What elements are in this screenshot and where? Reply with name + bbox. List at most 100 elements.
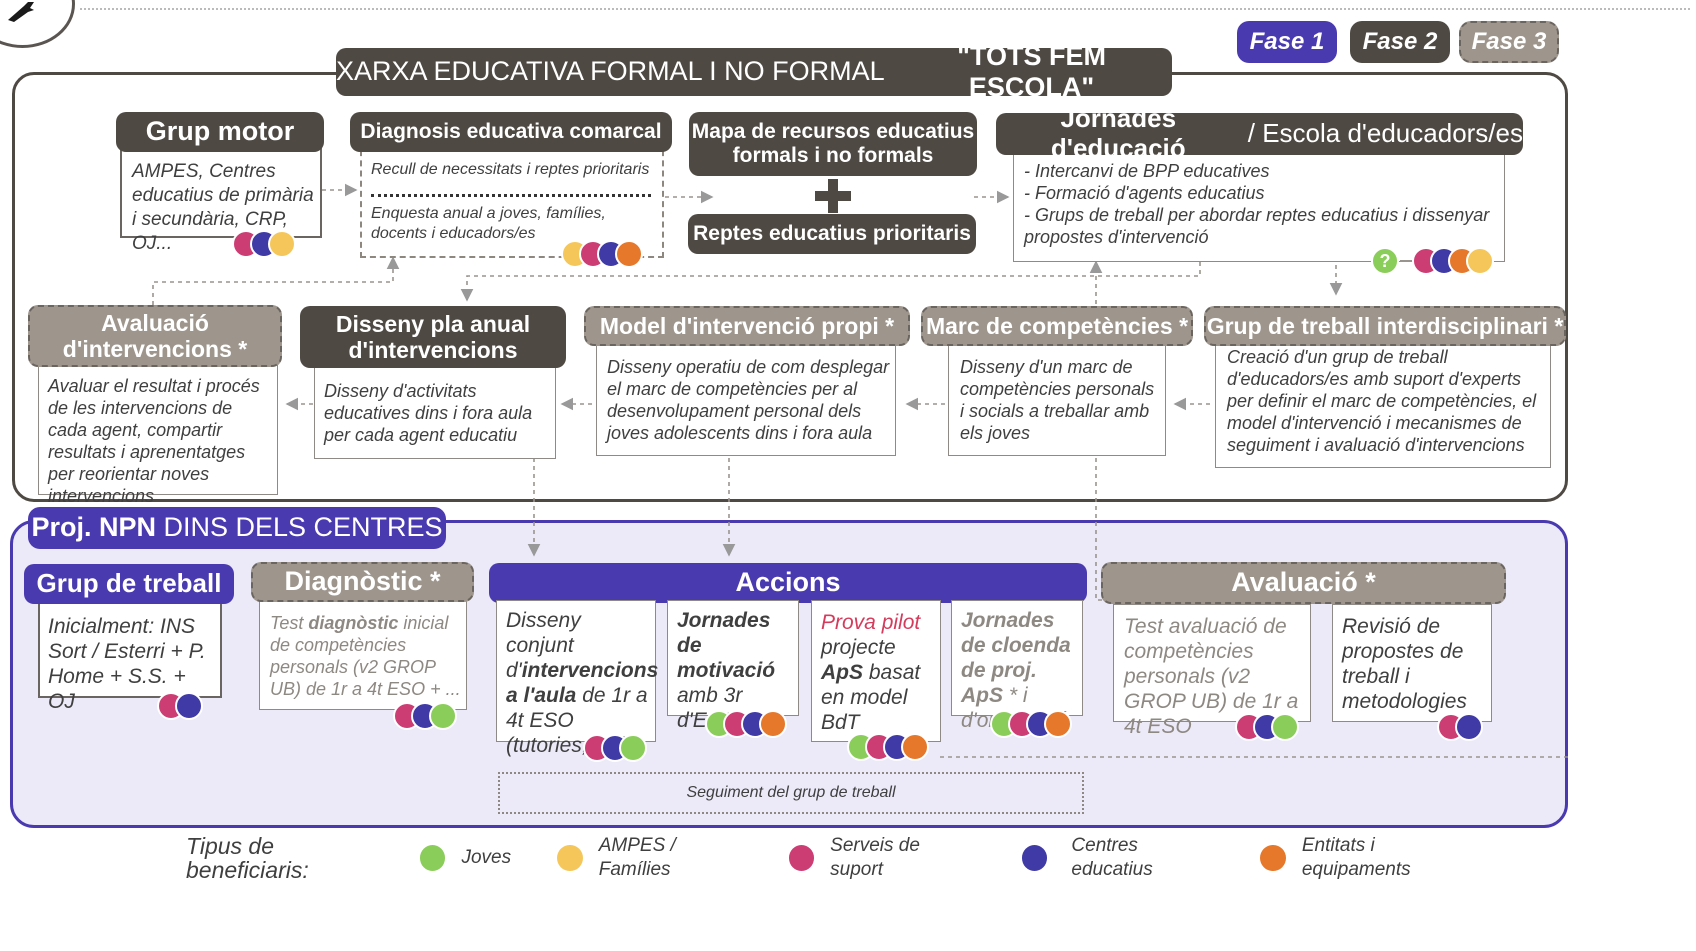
disseny-pla-text: Disseny d'activitats educatives dins i f… xyxy=(324,381,533,445)
jornades-educacio-title-bold: Jornades d'educació xyxy=(1050,103,1186,163)
grup-treball-beneficiaries xyxy=(157,692,203,720)
dot-ampes xyxy=(1466,247,1494,275)
legend-serveis-label: Serveis de suport xyxy=(830,835,920,880)
accio-4-bold: Jornades de cloenda de proj. ApS xyxy=(961,609,1071,707)
accio-1-text: Disseny conjunt d'intervencions a l'aula… xyxy=(506,608,658,758)
fase-3-badge: Fase 3 xyxy=(1459,21,1559,63)
xarxa-title-plain: XARXA EDUCATIVA FORMAL I NO FORMAL xyxy=(336,56,892,87)
diagnostic-text: Test diagnòstic inicial de competències … xyxy=(270,612,462,700)
marc-text: Disseny d'un marc de competències person… xyxy=(960,357,1155,443)
diagnosis-divider xyxy=(371,194,651,197)
mapa-title: Mapa de recursos educatius formals i no … xyxy=(689,112,977,176)
seguiment-box: Seguiment del grup de treball xyxy=(498,772,1084,814)
jornades-educacio-beneficiaries xyxy=(1412,247,1494,275)
dot-entitats xyxy=(759,710,787,738)
avaluacio-title: Avaluació * xyxy=(1101,562,1506,604)
accio-3-part-2: basat en model BdT xyxy=(821,661,927,734)
npn-title: Proj. NPN DINS DELS CENTRES xyxy=(28,507,446,549)
xarxa-title: XARXA EDUCATIVA FORMAL I NO FORMAL "TOTS… xyxy=(336,41,1172,102)
dot-entitats xyxy=(615,240,643,268)
seguiment-text: Seguiment del grup de treball xyxy=(686,784,896,801)
dot-joves xyxy=(1271,713,1299,741)
accio-2-bold: Jornades de motivació xyxy=(677,609,776,682)
question-icon: ? xyxy=(1371,247,1399,275)
fase-1-badge: Fase 1 xyxy=(1237,21,1337,63)
legend-entitats-dot xyxy=(1258,843,1288,873)
accio-4-box xyxy=(951,600,1083,716)
disseny-pla-box xyxy=(314,363,556,459)
avaluacio-1-beneficiaries xyxy=(1235,713,1299,741)
legend-title: Tipus de beneficiaris: xyxy=(186,833,309,883)
avaluacio-intervencions-title: Avaluació d'intervencions * xyxy=(28,305,282,367)
diagnostic-title: Diagnòstic * xyxy=(251,562,474,602)
marc-title: Marc de competències * xyxy=(921,306,1193,346)
accio-2-text: Jornades de motivació amb 3r d'ESO xyxy=(677,608,795,733)
avaluacio-text-1: Test avaluació de competències personals… xyxy=(1124,615,1299,738)
diagnosis-text1: Recull de necessitats i reptes prioritar… xyxy=(371,161,650,178)
dot-joves xyxy=(429,702,457,730)
diagnostic-text-1: Test xyxy=(270,613,309,633)
dot-joves xyxy=(619,734,647,762)
legend: Tipus de beneficiaris: Joves AMPES / Fam… xyxy=(186,834,1486,882)
grup-inter-box xyxy=(1215,338,1551,468)
diagnostic-text-3: inicial de competències personals (v2 GR… xyxy=(270,613,461,699)
grup-treball-text: Inicialment: INS Sort / Esterri + P. Hom… xyxy=(48,615,206,713)
accio-2-beneficiaries xyxy=(705,710,787,738)
legend-serveis-dot xyxy=(786,843,817,873)
top-dotted-rule xyxy=(80,8,1690,10)
dot-entitats xyxy=(1044,710,1072,738)
dot-entitats xyxy=(901,733,929,761)
xarxa-title-bold: "TOTS FEM ESCOLA" xyxy=(957,40,1106,102)
jornades-educacio-title: Jornades d'educació / Escola d'educadors… xyxy=(996,103,1523,163)
disseny-pla-title: Disseny pla anual d'intervencions xyxy=(300,306,566,368)
accions-title: Accions xyxy=(489,563,1087,603)
avaluacio-intervencions-text: Avaluar el resultat i procés de les inte… xyxy=(48,376,260,506)
model-box xyxy=(596,338,896,456)
accio-3-part-1: projecte xyxy=(821,611,927,659)
accio-3-red: Prova pilot xyxy=(821,611,921,634)
dot-centres xyxy=(1455,713,1483,741)
legend-joves-label: Joves xyxy=(461,847,512,868)
jornades-educacio-title-rest: / Escola d'educadors/es xyxy=(1240,118,1523,149)
accio-1-beneficiaries xyxy=(583,734,647,762)
legend-ampes-dot xyxy=(555,843,585,873)
plus-icon xyxy=(815,179,851,213)
legend-centres-label: Centres educatius xyxy=(1071,835,1153,880)
avaluacio-text-2: Revisió de propostes de treball i metodo… xyxy=(1342,615,1467,713)
grup-motor-box xyxy=(120,140,322,238)
reptes-title: Reptes educatius prioritaris xyxy=(688,214,976,254)
accio-3-bold: ApS xyxy=(821,661,863,684)
diagnostic-box xyxy=(259,598,467,710)
fase-2-badge: Fase 2 xyxy=(1350,21,1450,63)
jornades-educacio-box xyxy=(1013,140,1505,262)
diagnostic-beneficiaries xyxy=(393,702,457,730)
accio-1-part-1: Disseny conjunt d' xyxy=(506,609,581,682)
diagnosis-title: Diagnosis educativa comarcal xyxy=(350,112,672,152)
question-dash xyxy=(1400,260,1412,262)
accio-1-box xyxy=(496,600,656,742)
diagnosis-beneficiaries xyxy=(561,240,643,268)
grup-motor-title: Grup motor xyxy=(116,112,324,152)
legend-entitats-label: Entitats i equipaments xyxy=(1301,835,1411,880)
model-text: Disseny operatiu de com desplegar el mar… xyxy=(607,357,890,443)
jornades-educacio-line-3: - Grups de treball per abordar reptes ed… xyxy=(1024,205,1490,247)
npn-title-rest: DINS DELS CENTRES xyxy=(155,512,443,543)
jornades-educacio-line-2: - Formació d'agents educatius xyxy=(1024,183,1265,203)
jornades-educacio-line-1: - Intercanvi de BPP educatives xyxy=(1024,161,1270,181)
model-title: Model d'intervenció propi * xyxy=(584,306,910,346)
diagnostic-text-bold: diagnòstic xyxy=(308,613,399,633)
dot-centres xyxy=(175,692,203,720)
avaluacio-intervencions-box xyxy=(38,363,278,495)
avaluacio-box-1 xyxy=(1113,604,1311,722)
npn-title-bold: Proj. NPN xyxy=(31,512,156,543)
avaluacio-box-2 xyxy=(1332,604,1492,722)
wrench-icon xyxy=(4,0,38,22)
grup-inter-title: Grup de treball interdisciplinari * xyxy=(1204,306,1566,346)
grup-motor-beneficiaries xyxy=(232,230,296,258)
accio-3-text: Prova pilot projecte ApS basat en model … xyxy=(821,610,937,735)
legend-joves-dot xyxy=(417,843,448,873)
accio-1-bold: intervencions a l'aula xyxy=(506,659,659,707)
accio-3-box xyxy=(811,600,941,742)
accio-3-beneficiaries xyxy=(847,733,929,761)
